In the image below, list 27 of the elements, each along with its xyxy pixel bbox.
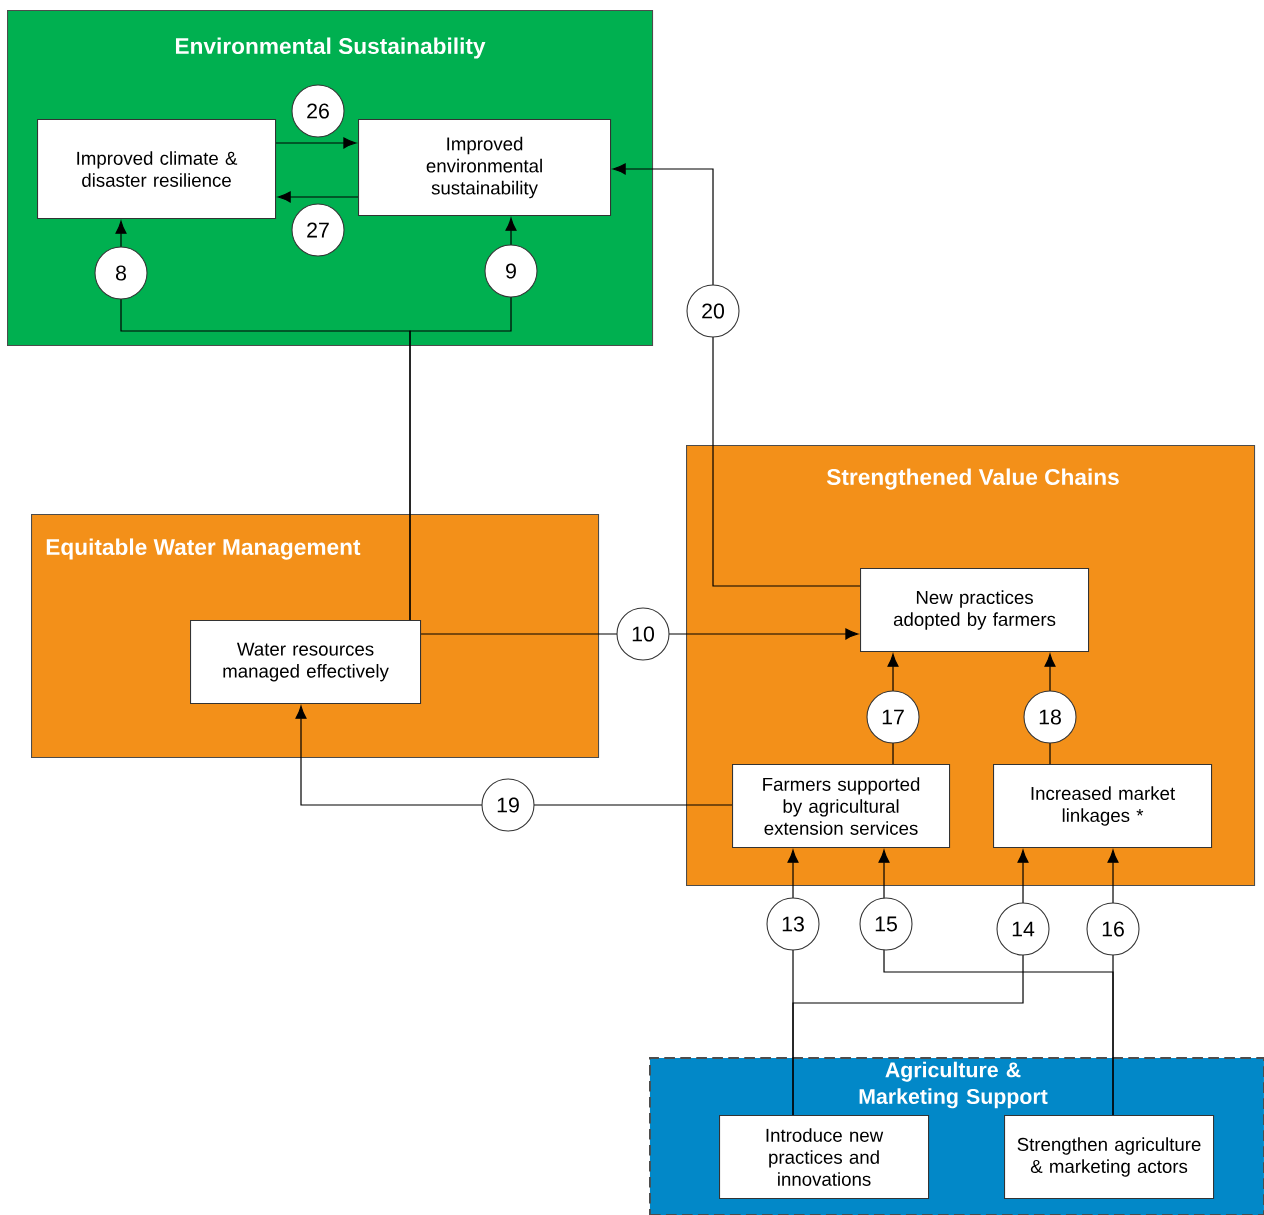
arrow — [792, 849, 1029, 1116]
edge-label: 15 — [859, 897, 913, 951]
arrow — [409, 217, 517, 621]
edge-label: 20 — [686, 284, 740, 338]
process-box: Improved climate & disaster resilience — [37, 119, 277, 220]
process-box: Increased market linkages * — [993, 764, 1213, 849]
edge-label: 18 — [1023, 690, 1077, 744]
edge-label: 13 — [766, 897, 820, 951]
edge-label: 19 — [481, 778, 535, 832]
arrow — [275, 137, 357, 149]
edge-label: 14 — [996, 902, 1050, 956]
process-box: Improved environmental sustainability — [358, 119, 612, 217]
arrow — [295, 705, 733, 806]
process-box: Water resources managed effectively — [190, 620, 422, 705]
edge-label: 27 — [291, 203, 345, 257]
arrow — [277, 191, 359, 203]
edge-label: 26 — [291, 84, 345, 138]
edge-label: 8 — [94, 246, 148, 300]
edge-label: 16 — [1086, 902, 1140, 956]
edge-label: 9 — [484, 244, 538, 298]
process-box: New practices adopted by farmers — [860, 568, 1090, 653]
arrow — [612, 163, 861, 587]
edge-label: 17 — [866, 690, 920, 744]
edge-label: 10 — [616, 607, 670, 661]
process-box: Strengthen agriculture & marketing actors — [1004, 1115, 1215, 1200]
process-box: Farmers supported by agricultural extension services — [732, 764, 951, 849]
process-box: Introduce new practices and innovations — [719, 1115, 930, 1200]
